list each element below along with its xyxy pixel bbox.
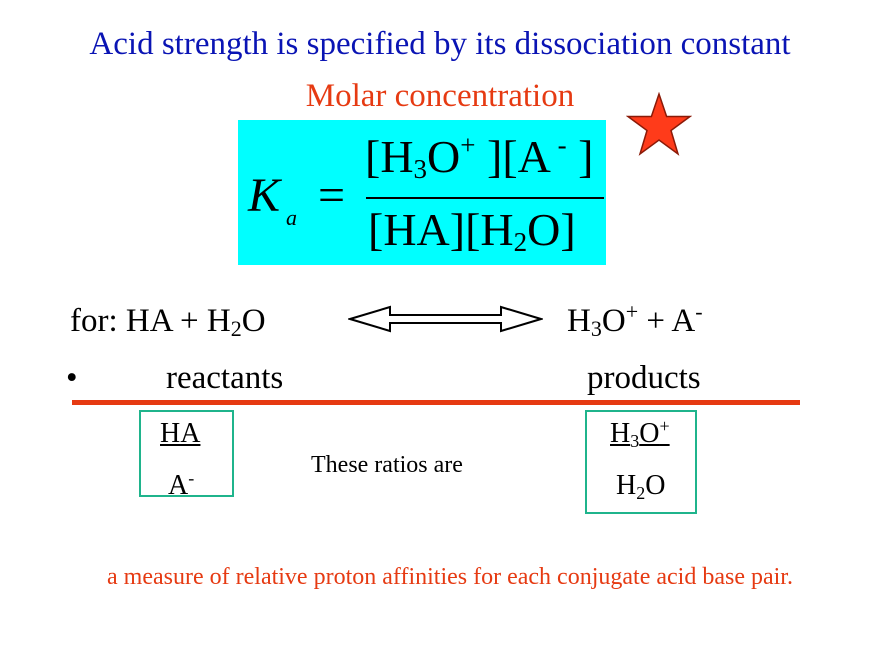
reactant-ratio-box xyxy=(139,410,234,497)
reaction-products: H3O+ + A- xyxy=(567,299,703,341)
ratios-text: These ratios are xyxy=(311,452,463,478)
divider-line xyxy=(72,400,800,405)
ratio-ha: HA xyxy=(160,418,201,449)
star-icon xyxy=(626,92,692,156)
fraction-line xyxy=(366,197,604,199)
ratio-a-minus: A- xyxy=(168,468,195,501)
formula-numerator: [H3O+ ][A - ] xyxy=(365,130,594,184)
formula-box xyxy=(238,120,606,265)
ratio-h3o-plus: H3O+ xyxy=(610,416,670,451)
equals-sign: = xyxy=(318,169,346,222)
slide-subtitle: Molar concentration xyxy=(305,78,575,114)
products-label: products xyxy=(587,360,701,396)
product-ratio-box xyxy=(585,410,697,514)
slide-title: Acid strength is specified by its dissoc… xyxy=(89,26,791,62)
ratio-h2o: H2O xyxy=(616,470,666,503)
ka-symbol: K xyxy=(248,169,281,222)
footer-text: a measure of relative proton affinities … xyxy=(107,564,793,590)
reactants-label: reactants xyxy=(166,360,284,396)
bullet: • xyxy=(66,360,78,396)
formula-denominator: [HA][H2O] xyxy=(368,204,576,257)
ka-subscript: a xyxy=(286,205,297,230)
reaction-reactants: for: HA + H2O xyxy=(70,303,266,341)
double-arrow-icon xyxy=(348,305,543,333)
